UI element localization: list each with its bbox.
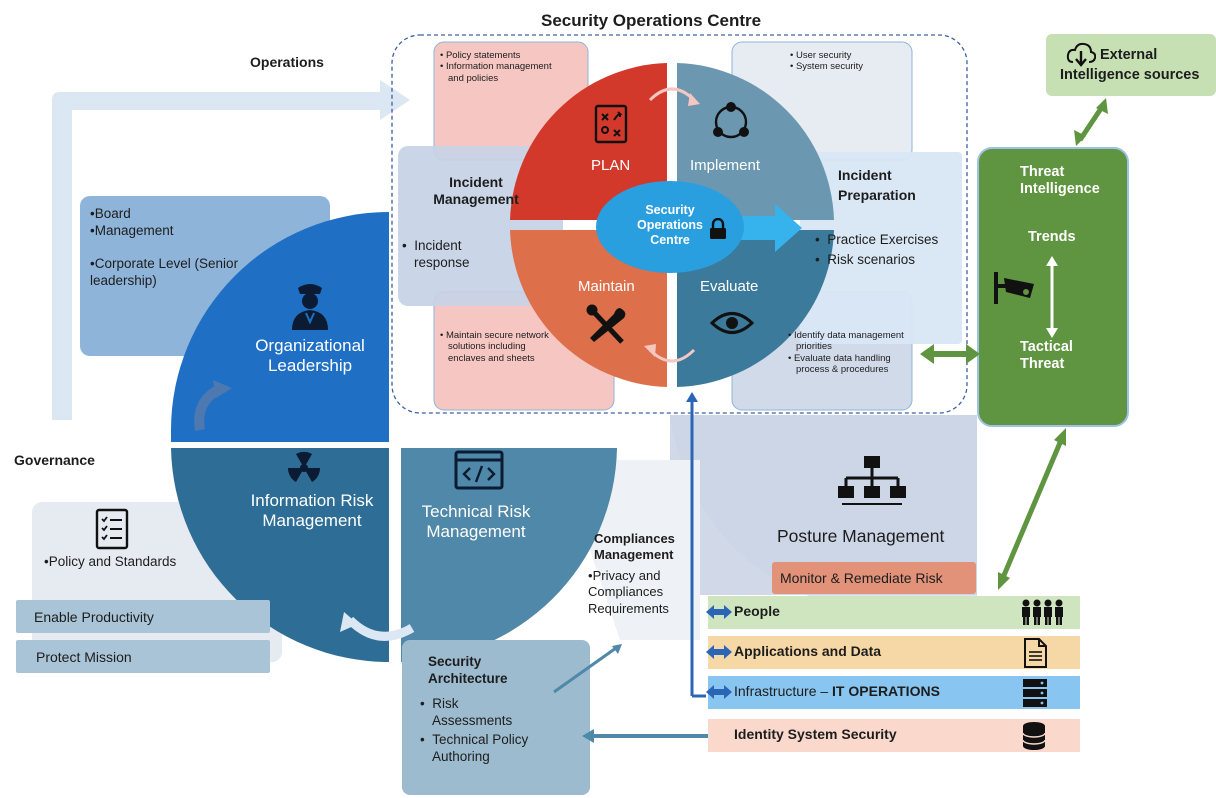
tools-icon <box>584 304 628 351</box>
incident-preparation-item: Practice Exercises <box>815 232 945 249</box>
tactical-threat-label: Tactical Threat <box>1020 339 1073 373</box>
police-officer-icon <box>290 282 330 335</box>
monitor-remediate-bar: Monitor & Remediate Risk <box>772 562 976 594</box>
trends-label: Trends <box>1028 229 1076 245</box>
database-icon <box>1022 722 1046 750</box>
security-architecture-item: Risk Assessments <box>420 696 540 730</box>
hierarchy-icon <box>838 454 906 517</box>
eye-icon <box>709 310 755 341</box>
tech-risk-label: Technical Risk Management <box>421 502 531 542</box>
infrastructure-label: Infrastructure – IT OPERATIONS <box>734 683 940 699</box>
applications-strip: Applications and Data <box>706 636 1080 669</box>
page-title: Security Operations Centre <box>541 11 762 30</box>
compliance-item: •Privacy and Compliances Requirements <box>588 568 669 616</box>
cloud-download-icon <box>1066 40 1097 73</box>
maintain-note-item: Maintain secure network solutions includ… <box>440 330 558 364</box>
implement-note-item: System security <box>790 61 906 72</box>
maintain-label: Maintain <box>578 278 635 295</box>
policy-item: •Policy and Standards <box>44 554 177 569</box>
implement-notes: User security System security <box>790 50 906 73</box>
radiation-icon <box>284 448 324 493</box>
infrastructure-strip: Infrastructure – IT OPERATIONS <box>706 676 1080 709</box>
governance-label: Governance <box>14 452 95 468</box>
enable-productivity-bar: Enable Productivity <box>16 600 270 633</box>
people-strip: People <box>706 596 1080 629</box>
plan-notes: Policy statements Information management… <box>440 50 552 84</box>
cctv-camera-icon <box>994 270 1038 311</box>
evaluate-note-item: Evaluate data handling process & procedu… <box>788 353 908 376</box>
evaluate-notes: Identify data management priorities Eval… <box>788 330 908 376</box>
plan-note-item: Information management and policies <box>440 61 552 84</box>
soc-center-label: Security Operations Centre <box>637 203 703 247</box>
governance-item-corporate: •Corporate Level (Senior leadership) <box>90 255 239 288</box>
org-leadership-label: Organizational Leadership <box>255 336 365 376</box>
incident-preparation-item: Risk scenarios <box>815 252 945 269</box>
enable-productivity-label: Enable Productivity <box>34 609 154 625</box>
implement-note-item: User security <box>790 50 906 61</box>
governance-list: •Board •Management •Corporate Level (Sen… <box>90 206 240 290</box>
external-intel-line1: External <box>1100 47 1158 63</box>
evaluate-label: Evaluate <box>700 278 759 295</box>
people-label: People <box>734 603 780 619</box>
maintain-notes: Maintain secure network solutions includ… <box>440 330 558 364</box>
info-risk-quadrant <box>171 448 389 662</box>
identity-label: Identity System Security <box>734 726 897 742</box>
document-icon <box>1024 638 1047 668</box>
checklist-icon <box>95 508 129 555</box>
monitor-remediate-label: Monitor & Remediate Risk <box>780 570 943 586</box>
threat-intel-title: Threat Intelligence <box>1020 164 1100 198</box>
incident-management-title: Incident Management <box>433 174 519 207</box>
security-architecture-title: Security Architecture <box>428 654 508 686</box>
tech-risk-quadrant <box>401 448 617 662</box>
server-icon <box>1023 679 1047 707</box>
code-window-icon <box>454 450 504 495</box>
plan-note-item: Policy statements <box>440 50 552 61</box>
compliance-title: Compliances Management <box>594 531 675 562</box>
security-architecture-list: Risk Assessments Technical Policy Author… <box>420 696 540 766</box>
posture-title: Posture Management <box>777 526 945 546</box>
external-intel-line2: Intelligence sources <box>1060 67 1200 83</box>
soc-center <box>596 181 744 273</box>
people-group-icon <box>1022 599 1063 625</box>
incident-management-list: Incident response <box>402 238 502 272</box>
org-leadership-quadrant <box>171 212 389 442</box>
security-architecture-item: Technical Policy Authoring <box>420 732 540 766</box>
evaluate-quadrant <box>677 230 834 387</box>
incident-management-item: Incident response <box>402 238 502 272</box>
plan-quadrant <box>510 63 667 220</box>
implement-quadrant <box>677 63 834 220</box>
identity-strip: Identity System Security <box>708 719 1080 752</box>
incident-preparation-title: Incident Preparation <box>838 167 916 203</box>
lock-icon <box>708 217 728 245</box>
applications-label: Applications and Data <box>734 643 882 659</box>
plan-label: PLAN <box>591 157 631 174</box>
posture-curve <box>670 415 977 600</box>
protect-mission-label: Protect Mission <box>36 649 132 665</box>
strategy-board-icon <box>592 104 630 149</box>
incident-preparation-list: Practice Exercises Risk scenarios <box>815 232 945 269</box>
center-flow-arrow <box>740 204 802 252</box>
implement-label: Implement <box>690 157 761 174</box>
operations-label: Operations <box>250 54 324 70</box>
evaluate-note-item: Identify data management priorities <box>788 330 908 353</box>
info-risk-label: Information Risk Management <box>250 491 374 531</box>
soc-dashed-frame <box>391 34 968 414</box>
protect-mission-bar: Protect Mission <box>16 640 270 673</box>
governance-item-management: •Management <box>90 222 174 238</box>
governance-item-board: •Board <box>90 206 131 221</box>
cycle-icon <box>708 100 754 149</box>
external-intel-bg <box>1046 34 1216 96</box>
